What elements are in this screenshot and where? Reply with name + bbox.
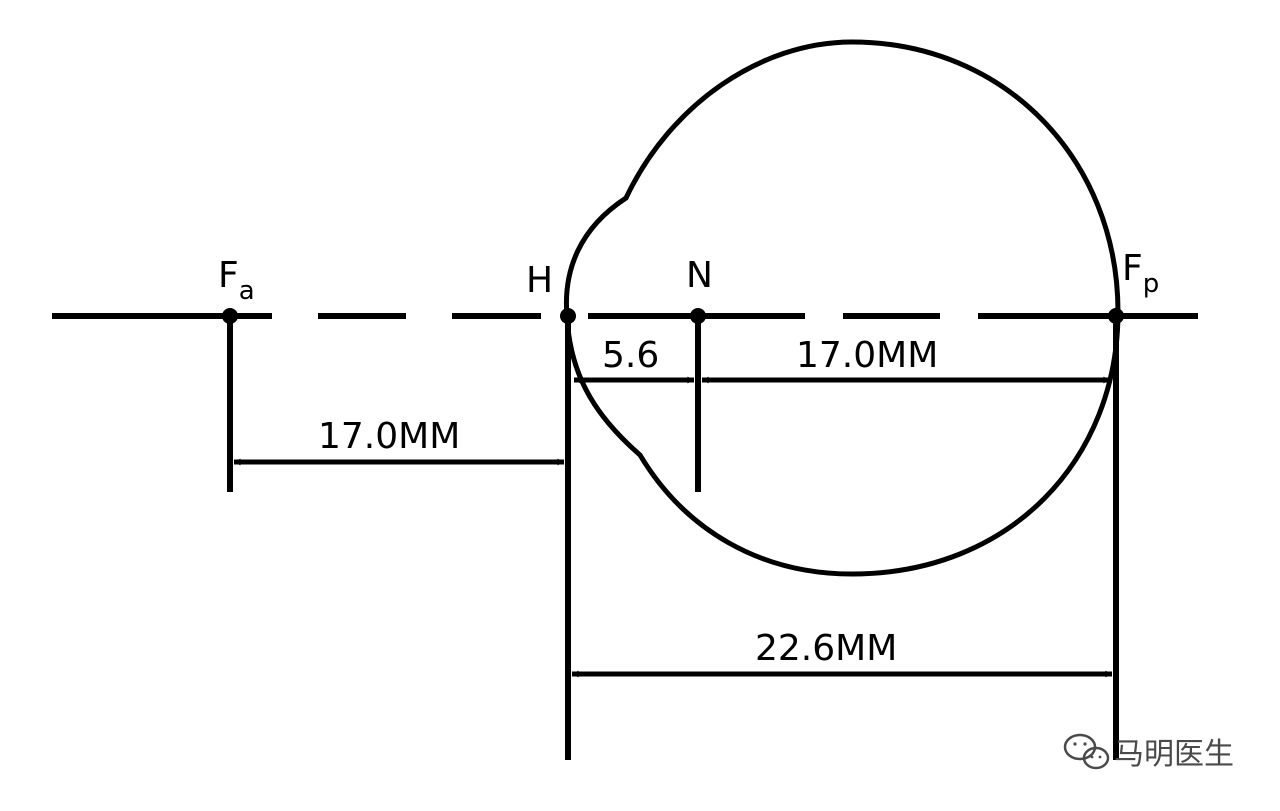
h-point bbox=[560, 308, 576, 324]
fp-label: Fp bbox=[1122, 248, 1159, 299]
wechat-icon bbox=[1063, 733, 1110, 770]
n-point bbox=[690, 308, 706, 324]
fa-point bbox=[222, 308, 238, 324]
n-label: N bbox=[686, 255, 713, 296]
cardinal-points bbox=[222, 308, 1124, 324]
anterior-focal-length-label: 17.0MM bbox=[318, 416, 460, 457]
reference-lines bbox=[227, 316, 1119, 760]
eye-outline bbox=[563, 39, 1121, 577]
dimension-arrows bbox=[233, 376, 1113, 678]
fp-point bbox=[1108, 308, 1124, 324]
h-label: H bbox=[526, 260, 553, 301]
h-to-n-label: 5.6 bbox=[602, 335, 659, 376]
axial-length-label: 22.6MM bbox=[755, 628, 897, 669]
posterior-focal-length-label: 17.0MM bbox=[796, 335, 938, 376]
fa-label: Fa bbox=[218, 255, 255, 306]
watermark-text: 马明医生 bbox=[1114, 737, 1234, 772]
watermark: 马明医生 bbox=[1063, 733, 1234, 772]
